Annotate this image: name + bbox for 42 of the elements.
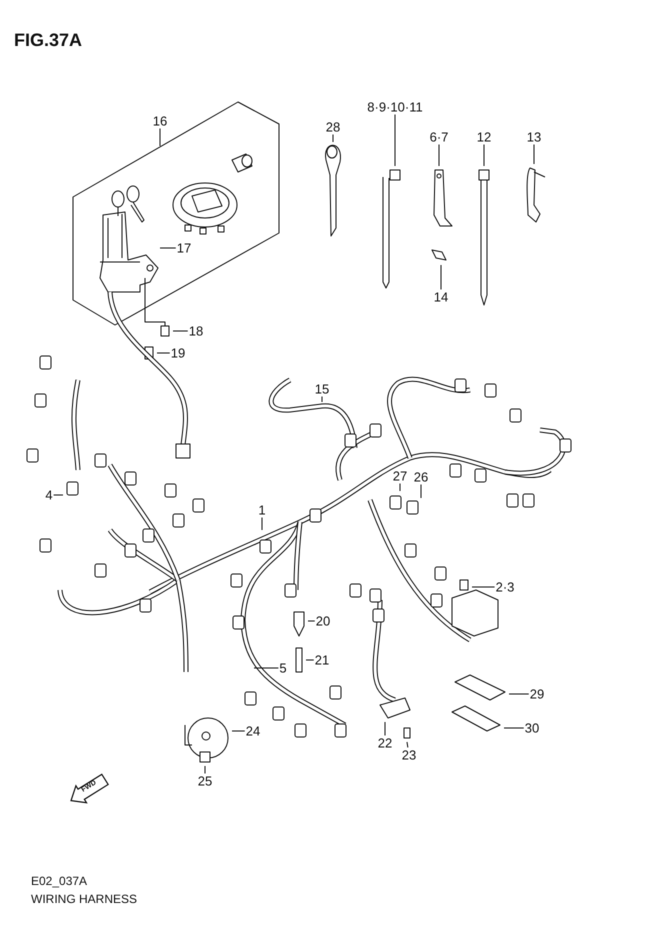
leader-line — [420, 484, 422, 498]
callout-number: 17 — [176, 240, 192, 256]
callout-number: 15 — [314, 382, 330, 396]
callout-number: 13 — [526, 130, 542, 144]
callout-number: 4 — [44, 488, 54, 502]
leader-line — [384, 722, 386, 736]
callout-number: 25 — [196, 774, 214, 788]
caption: WIRING HARNESS — [31, 892, 138, 906]
callout-number: 16 — [152, 114, 168, 128]
callout-number: 22 — [376, 736, 394, 750]
leader-line — [204, 766, 206, 774]
leader-line — [53, 494, 64, 496]
drawing-code: E02_037A — [31, 874, 88, 888]
callout-number: 6·7 — [428, 130, 450, 144]
callout-number: 21 — [314, 652, 330, 668]
callout-number: 27 — [392, 468, 408, 484]
leader-line — [394, 114, 396, 166]
callout-number: 26 — [412, 470, 430, 484]
leader-line — [156, 352, 170, 354]
leader-line — [440, 264, 442, 290]
callout-number: 12 — [476, 130, 492, 144]
callout-number: 18 — [188, 324, 204, 338]
callout-number: 5 — [278, 660, 288, 676]
leader-line — [172, 330, 188, 332]
callout-number: 14 — [432, 290, 450, 304]
leader-line — [308, 620, 316, 622]
callout-number: 19 — [170, 346, 186, 360]
callout-number: 1 — [257, 502, 267, 518]
leader-line — [332, 134, 334, 142]
leader-line — [232, 730, 246, 732]
callout-number: 20 — [314, 614, 332, 628]
callout-number: 28 — [324, 120, 342, 134]
leader-line — [472, 586, 496, 588]
leader-line — [406, 742, 408, 748]
callout-number: 23 — [400, 748, 418, 762]
callout-number: 29 — [528, 686, 546, 702]
callout-number: 8·9·10·11 — [366, 100, 424, 114]
callout-number: 2·3 — [494, 580, 516, 594]
callout-number: 24 — [244, 724, 262, 738]
leader-line — [438, 144, 440, 166]
figure-title: FIG.37A — [14, 30, 82, 51]
callout-number: 30 — [524, 720, 540, 736]
